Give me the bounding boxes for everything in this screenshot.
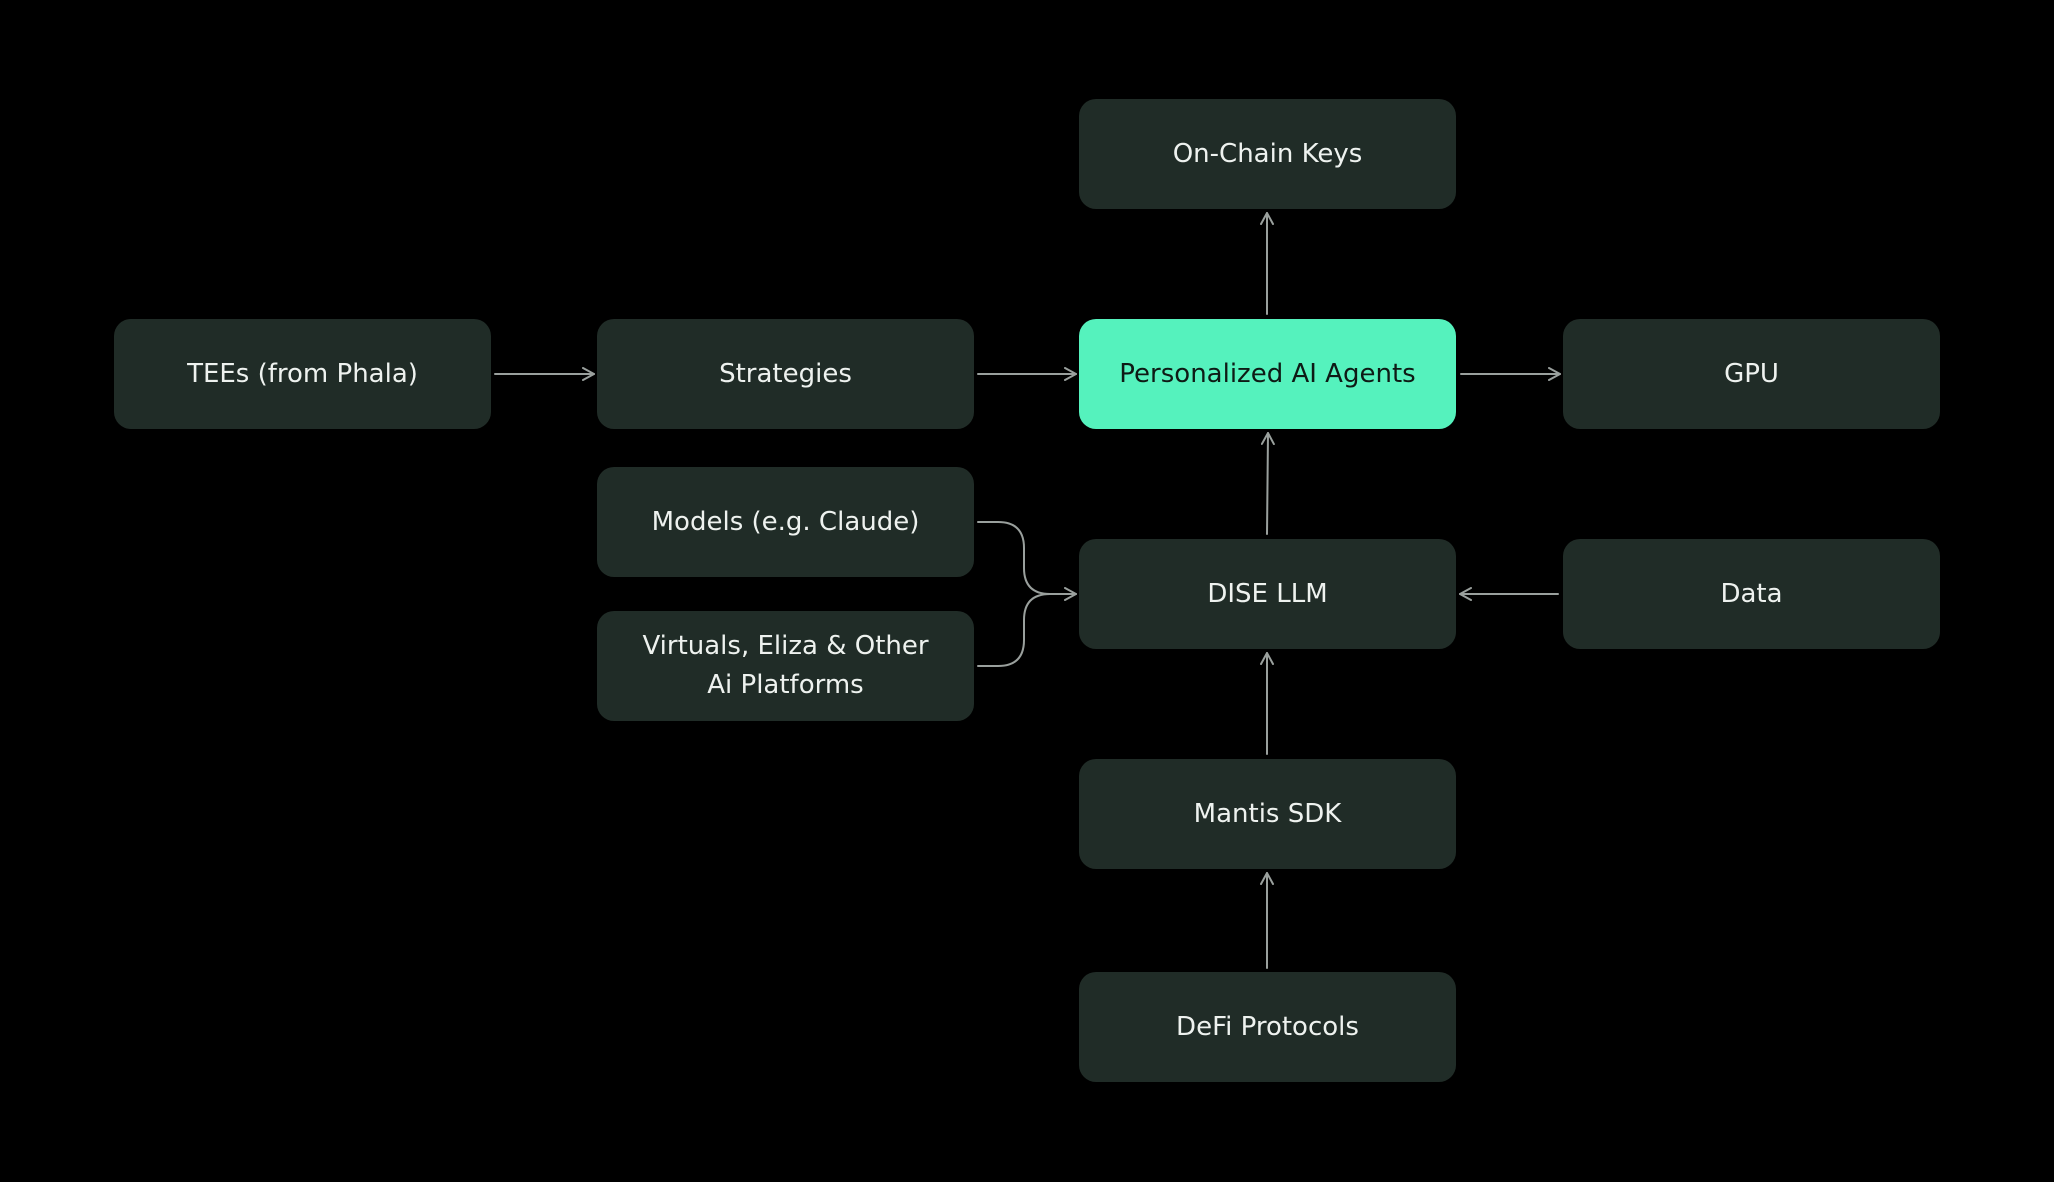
node-mantis-sdk: Mantis SDK — [1079, 759, 1456, 869]
node-tees: TEEs (from Phala) — [114, 319, 491, 429]
node-gpu: GPU — [1563, 319, 1940, 429]
node-models: Models (e.g. Claude) — [597, 467, 974, 577]
node-data: Data — [1563, 539, 1940, 649]
node-dise-llm: DISE LLM — [1079, 539, 1456, 649]
node-defi-protocols: DeFi Protocols — [1079, 972, 1456, 1082]
node-strategies: Strategies — [597, 319, 974, 429]
edge-models-to-dise — [977, 521, 1077, 601]
node-personalized-ai-agents: Personalized AI Agents — [1079, 319, 1456, 429]
node-onchain-keys: On-Chain Keys — [1079, 99, 1456, 209]
edge-dise-to-agents — [1260, 432, 1275, 535]
node-platforms: Virtuals, Eliza & Other Ai Platforms — [597, 611, 974, 721]
edge-platforms-to-dise — [977, 593, 1051, 667]
